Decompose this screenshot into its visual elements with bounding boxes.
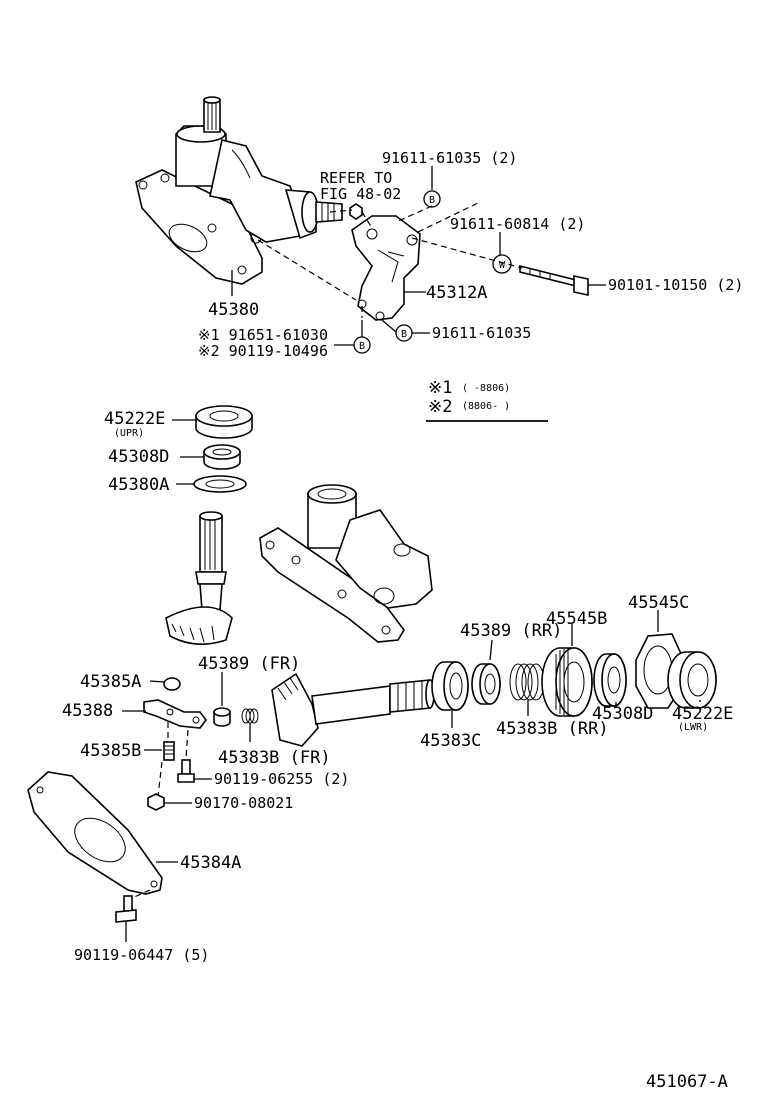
bearing-45308D-lower-drawing	[593, 653, 627, 707]
adjusting-plug-45545B-drawing	[541, 647, 593, 717]
upper-oil-seal-45222E-drawing	[195, 405, 253, 439]
label-90101-10150-2: 90101-10150 (2)	[608, 276, 743, 294]
label-45222E-upr: 45222E	[104, 409, 165, 429]
legend2-mark: ※2	[428, 397, 452, 417]
bearing-45383C-drawing	[431, 661, 469, 711]
label-45383C: 45383C	[420, 731, 481, 751]
w-marker-circle	[492, 254, 512, 274]
refer-to-label-2[interactable]: FIG 48-02	[320, 185, 401, 203]
label-91611-61035-2: 91611-61035 (2)	[382, 149, 517, 167]
label-45385A: 45385A	[80, 672, 141, 692]
label-90119-06255-2: 90119-06255 (2)	[214, 770, 349, 788]
label-45545B: 45545B	[546, 609, 607, 629]
spring-45383B-fr-drawing	[241, 708, 259, 724]
plug-45385A-icon	[163, 677, 181, 691]
label-90119-06447-5: 90119-06447 (5)	[74, 946, 209, 964]
screw-45385B-drawing	[163, 741, 175, 761]
w-marker: W	[499, 260, 506, 271]
legend2-range: (8806- )	[462, 401, 510, 412]
label-45222E-lwr: 45222E	[672, 704, 733, 724]
refer-to-label-1: REFER TO	[320, 169, 392, 187]
nut-90170-08021-icon	[147, 793, 165, 811]
label-91611-61035: 91611-61035	[432, 324, 531, 342]
b-marker: B	[429, 195, 435, 206]
lower-oil-seal-45222E-drawing	[667, 651, 717, 709]
output-shaft-drawing	[271, 672, 435, 747]
label-45308D-upper: 45308D	[108, 447, 169, 467]
bushing-45389-rr-drawing	[471, 663, 501, 705]
bearing-45308D-upper-drawing	[203, 444, 241, 470]
plate-45388-drawing	[143, 699, 207, 729]
nut-icon	[349, 203, 363, 220]
label-91611-60814-2: 91611-60814 (2)	[450, 215, 585, 233]
label-45380A: 45380A	[108, 475, 169, 495]
bushing-45389-fr-drawing	[213, 707, 231, 727]
note1-part-label: ※1 91651-61030	[198, 326, 328, 344]
label-45222E-lwr-sub: (LWR)	[678, 722, 708, 733]
legend1-range: ( -8806)	[462, 383, 510, 394]
figure-id: 451067-A	[646, 1072, 728, 1092]
legend1-mark: ※1	[428, 378, 452, 398]
input-pinion-drawing	[165, 511, 233, 645]
label-45312A: 45312A	[426, 283, 487, 303]
label-45383B-rr: 45383B (RR)	[496, 719, 609, 739]
b-marker-3: B	[359, 341, 365, 352]
cover-45384A-drawing	[27, 771, 163, 895]
label-45545C: 45545C	[628, 593, 689, 613]
gear-housing-detail-drawing	[259, 484, 433, 643]
label-45308D-lower: 45308D	[592, 704, 653, 724]
label-45384A: 45384A	[180, 853, 241, 873]
bracket-45312A-drawing	[351, 215, 421, 321]
gear-housing-assembly-drawing	[135, 96, 343, 285]
bolt-90119-06447-drawing	[115, 895, 137, 923]
label-45389-rr: 45389 (RR)	[460, 621, 562, 641]
label-90170-08021: 90170-08021	[194, 794, 293, 812]
label-45380: 45380	[208, 300, 259, 320]
label-45383B-fr: 45383B (FR)	[218, 748, 331, 768]
bolt-90101-10150-drawing	[519, 264, 589, 296]
label-45222E-upr-sub: (UPR)	[114, 428, 144, 439]
label-45388: 45388	[62, 701, 113, 721]
spring-45383B-rr-drawing	[509, 663, 545, 701]
label-45385B: 45385B	[80, 741, 141, 761]
production-date-legend: ※1 ( -8806) ※2 (8806- )	[426, 378, 548, 422]
b-marker-2: B	[401, 329, 407, 340]
shim-45380A-drawing	[193, 475, 247, 493]
b-marker-circle	[423, 190, 441, 208]
bolt-90119-06255-drawing	[177, 759, 195, 783]
label-45389-fr: 45389 (FR)	[198, 654, 300, 674]
note2-part-label: ※2 90119-10496	[198, 342, 328, 360]
